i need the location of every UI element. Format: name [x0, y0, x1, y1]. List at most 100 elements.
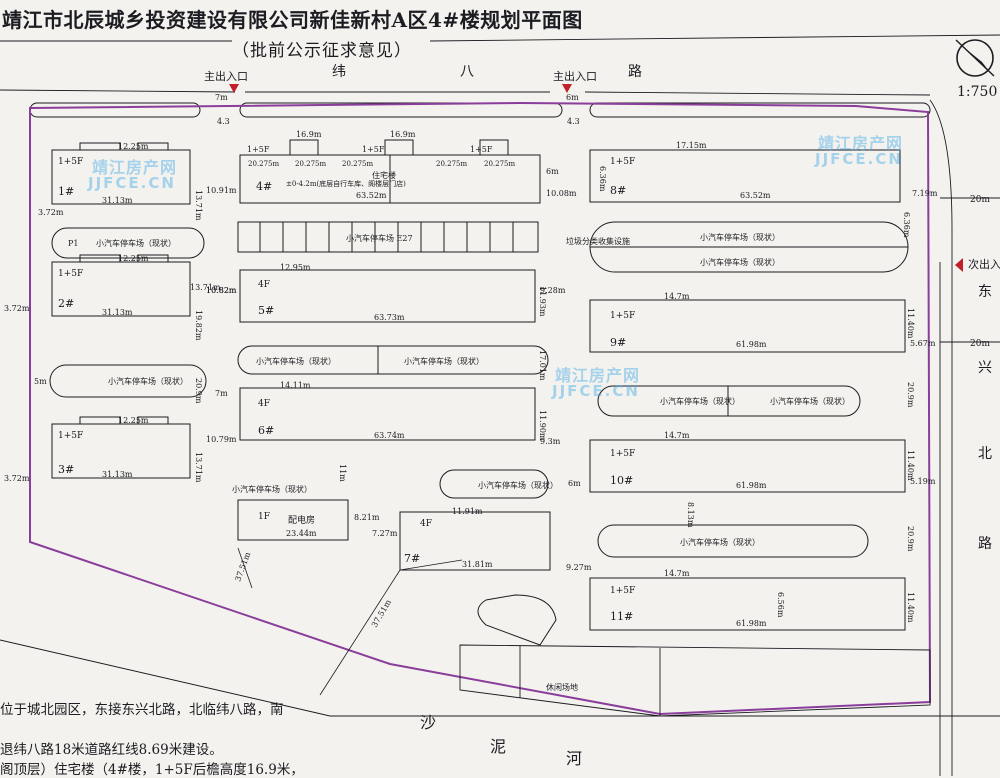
dim-v-11: 11.40m: [906, 450, 915, 481]
b1-dim-setback: 3.72m: [38, 208, 64, 217]
road-east-2: 兴: [978, 360, 992, 376]
b5-dim-length: 63.73m: [374, 313, 405, 322]
dim-v-16: 6.36m: [902, 212, 911, 238]
building-4: [239, 139, 541, 204]
b10-number: 10#: [610, 474, 633, 487]
b10-dim-east: 5.19m: [910, 477, 936, 486]
building-3: [51, 416, 191, 479]
dim-v-3: 20.9m: [194, 378, 203, 404]
b3-dim-gap: 10.79m: [206, 435, 237, 444]
watermark-cn-2: 靖江房产网: [555, 366, 641, 385]
river-2: 泥: [490, 737, 506, 756]
dim-v-1: 13.71m: [194, 190, 203, 221]
dim-v-14: 6.56m: [776, 592, 785, 618]
b7-floors: 4F: [420, 519, 432, 529]
road-north-1: 纬: [332, 64, 346, 80]
b1-floors: 1+5F: [58, 157, 83, 167]
entrance-east-icon: [955, 258, 963, 272]
building-5: [239, 269, 536, 323]
b4-dim-bay-2: 16.9m: [390, 130, 416, 139]
note-line-3: 阁顶层）住宅楼（4#楼，1+5F后檐高度16.9米，: [0, 762, 304, 778]
dim-7m-mid: 7m: [215, 389, 228, 398]
watermark-cn-3: 靖江房产网: [818, 134, 904, 153]
entrance-west-icon: [229, 84, 239, 93]
b6-floors: 4F: [258, 399, 270, 409]
dim-821: 8.21m: [354, 513, 380, 522]
site-boundary: [29, 101, 932, 716]
b4-dim-unit-4: 20.275m: [436, 160, 467, 168]
dim-v-4: 13.71m: [194, 452, 203, 483]
building-1: [51, 142, 191, 205]
b6-dim-east: 9.3m: [540, 437, 561, 446]
entrance-center-icon: [562, 84, 572, 93]
parking-e27-label: 小汽车停车场 E27: [346, 233, 413, 243]
b6-dim-top: 14.11m: [280, 381, 311, 390]
road-east-3: 北: [978, 446, 992, 462]
b2-dim-gap: 10.82m: [206, 286, 237, 295]
page-title: 靖江市北辰城乡投资建设有限公司新佳新村A区4#楼规划平面图: [2, 8, 583, 32]
b9-number: 9#: [610, 336, 626, 349]
b7-dim-east: 9.27m: [566, 563, 592, 572]
parking-3-label: 小汽车停车场（现状）: [256, 356, 336, 366]
parking-9-label: 小汽车停车场（现状）: [660, 396, 740, 406]
b11-number: 11#: [610, 610, 633, 623]
dim-v-12: 20.9m: [906, 526, 915, 552]
b9-dim-top: 14.7m: [664, 292, 690, 301]
b4-floors-2: 1+5F: [362, 145, 385, 154]
parking-1-label: 小汽车停车场（现状）: [96, 238, 176, 248]
b2-dim-top: 12.25m: [118, 254, 149, 263]
b8-dim-east: 7.19m: [912, 189, 938, 198]
diagonal-dims: [237, 547, 463, 696]
entrance-secondary: 次出入口: [968, 257, 1000, 271]
north-arrow-icon: [955, 39, 995, 77]
b4-dim-unit-5: 20.275m: [484, 160, 515, 168]
b8-number: 8#: [610, 184, 626, 197]
b4-dim-length: 63.52m: [356, 191, 387, 200]
parking-lots: [49, 221, 909, 558]
building-8: [589, 149, 901, 203]
parking-e27: [237, 221, 539, 253]
b3-dim-setback: 3.72m: [4, 474, 30, 483]
dim-6m-top: 6m: [566, 93, 579, 102]
b9-floors: 1+5F: [610, 311, 635, 321]
dim-6m-parking: 6m: [568, 479, 581, 488]
page-subtitle: （批前公示征求意见）: [232, 41, 412, 61]
road-east-1: 东: [978, 284, 992, 300]
substation-label: 配电房: [288, 514, 315, 526]
pond: [477, 594, 557, 646]
parking-7-label: 小汽车停车场（现状）: [700, 232, 780, 242]
b10-dim-length: 61.98m: [736, 481, 767, 490]
b4-dim-unit-2: 20.275m: [295, 160, 326, 168]
b3-floors: 1+5F: [58, 431, 83, 441]
b9-dim-east: 5.67m: [910, 339, 936, 348]
b11-floors: 1+5F: [610, 586, 635, 596]
b5-number: 5#: [258, 304, 274, 317]
b4-dim-unit-3: 20.275m: [342, 160, 373, 168]
b4-number: 4#: [256, 180, 272, 193]
dim-43-west: 4.3: [217, 117, 230, 126]
b7-number: 7#: [404, 552, 420, 565]
b1-number: 1#: [58, 185, 74, 198]
dim-diag-1: 37.51m: [233, 551, 252, 583]
b4-dim-unit-1: 20.275m: [248, 160, 279, 168]
b10-floors: 1+5F: [610, 449, 635, 459]
b1-dim-gap: 10.91m: [206, 186, 237, 195]
parking-6-label: 小汽车停车场（现状）: [478, 480, 558, 490]
substation: [237, 499, 349, 541]
b5-floors: 4F: [258, 280, 270, 290]
entrance-main-center: 主出入口: [553, 69, 597, 83]
dim-diag-2: 37.51m: [370, 598, 393, 629]
b4-dim-6m: 6m: [546, 167, 559, 176]
b8-dim-top: 17.15m: [676, 141, 707, 150]
building-9: [589, 299, 906, 353]
b7-dim-length: 31.81m: [462, 560, 493, 569]
leisure-area: [459, 644, 931, 717]
b8-floors: 1+5F: [610, 157, 635, 167]
b4-floors-3: 1+5F: [470, 145, 493, 154]
parking-10-label: 小汽车停车场（现状）: [770, 396, 850, 406]
road-north-2: 八: [460, 64, 474, 80]
dim-727: 7.27m: [372, 529, 398, 538]
substation-dim: 23.44m: [286, 529, 317, 538]
dim-20m-2: 20m: [970, 339, 990, 349]
dim-v-17: 11m: [338, 464, 347, 482]
